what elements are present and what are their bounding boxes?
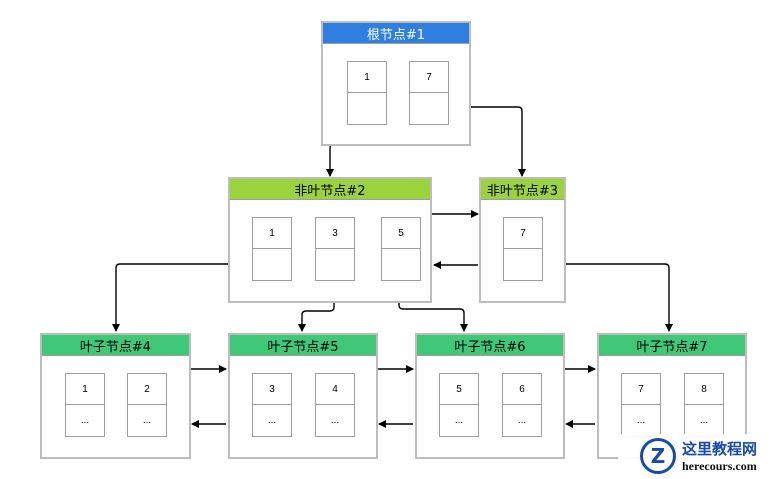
leaf6-entry-5: 5 ...	[439, 373, 479, 437]
value-slot: ...	[267, 415, 277, 426]
root-node-title: 根节点#1	[323, 23, 469, 44]
leaf5-entry-3: 3 ...	[252, 373, 292, 437]
key-label: 5	[382, 218, 420, 249]
key-label: 6	[503, 374, 541, 405]
leaf5-entry-4: 4 ...	[315, 373, 355, 437]
watermark-brand: 这里教程网	[682, 440, 758, 458]
key-label: 8	[685, 374, 723, 405]
leaf-node-5-title: 叶子节点#5	[230, 335, 376, 356]
watermark-logo-letter: Z	[650, 444, 666, 468]
key-label: 7	[504, 218, 542, 249]
nonleaf2-entry-1: 1	[252, 217, 292, 281]
leaf4-entry-1: 1 ...	[65, 373, 105, 437]
value-slot: ...	[699, 415, 709, 426]
value-slot: ...	[636, 415, 646, 426]
value-slot: ...	[454, 415, 464, 426]
leaf-node-4: 叶子节点#4 1 ... 2 ...	[40, 333, 191, 459]
nonleaf-node-3: 非叶节点#3 7	[479, 177, 566, 303]
nonleaf-node-2-title: 非叶节点#2	[230, 179, 430, 200]
watermark-domain: herecours.com	[682, 459, 757, 473]
key-label: 4	[316, 374, 354, 405]
leaf6-entry-6: 6 ...	[502, 373, 542, 437]
pointer-slot	[316, 249, 354, 280]
key-label: 7	[410, 62, 448, 93]
pointer-slot	[504, 249, 542, 280]
key-label: 5	[440, 374, 478, 405]
pointer-slot	[382, 249, 420, 280]
key-label: 3	[253, 374, 291, 405]
leaf-node-6-title: 叶子节点#6	[417, 335, 563, 356]
key-label: 1	[348, 62, 386, 93]
nonleaf3-entry-7: 7	[503, 217, 543, 281]
pointer-slot	[253, 249, 291, 280]
value-slot: ...	[330, 415, 340, 426]
key-label: 3	[316, 218, 354, 249]
value-slot: ...	[517, 415, 527, 426]
key-label: 1	[66, 374, 104, 405]
nonleaf-node-3-title: 非叶节点#3	[481, 179, 564, 200]
leaf7-entry-7: 7 ...	[621, 373, 661, 437]
value-slot: ...	[80, 415, 90, 426]
root-entry-1: 1	[347, 61, 387, 125]
key-label: 1	[253, 218, 291, 249]
leaf-node-6: 叶子节点#6 5 ... 6 ...	[415, 333, 565, 459]
leaf-node-5: 叶子节点#5 3 ... 4 ...	[228, 333, 378, 459]
nonleaf-node-2: 非叶节点#2 1 3 5	[228, 177, 432, 303]
root-node: 根节点#1 1 7	[321, 21, 471, 146]
nonleaf2-entry-5: 5	[381, 217, 421, 281]
value-slot: ...	[142, 415, 152, 426]
leaf-node-4-title: 叶子节点#4	[42, 335, 189, 356]
leaf7-entry-8: 8 ...	[684, 373, 724, 437]
leaf-node-7-title: 叶子节点#7	[599, 335, 745, 356]
watermark: Z 这里教程网 herecours.com	[618, 434, 778, 478]
watermark-logo-icon: Z	[640, 438, 676, 474]
pointer-slot	[410, 93, 448, 124]
root-entry-7: 7	[409, 61, 449, 125]
key-label: 2	[128, 374, 166, 405]
leaf4-entry-2: 2 ...	[127, 373, 167, 437]
key-label: 7	[622, 374, 660, 405]
pointer-slot	[348, 93, 386, 124]
nonleaf2-entry-3: 3	[315, 217, 355, 281]
